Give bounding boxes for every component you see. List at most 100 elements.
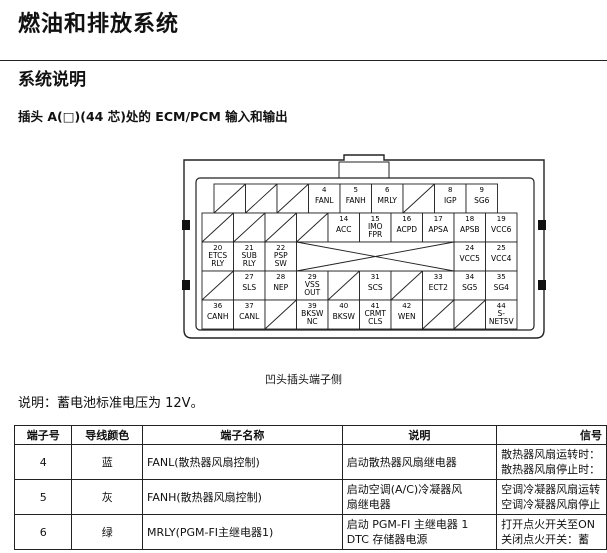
signal-line: 散热器风扇停止时： <box>501 463 601 476</box>
connector-cell <box>245 183 278 214</box>
pin-label: WEN <box>398 312 416 321</box>
cell-box <box>296 299 329 330</box>
empty-cell-slash <box>264 212 297 243</box>
connector-diagram: 4FANL5FANH6MRLY8IGP9SG614ACC15IMOFPR16AC… <box>182 154 546 339</box>
pin-label: OUT <box>304 288 320 297</box>
pin-number: 34 <box>465 273 474 281</box>
pin-label: CLS <box>368 317 382 326</box>
signal-line: 打开点火开关至ON <box>501 518 595 531</box>
pin-label: VSS <box>305 280 320 289</box>
connector-cell <box>201 270 234 301</box>
empty-cell-slash <box>201 212 234 243</box>
pin-label: CANL <box>239 312 260 321</box>
cell-description: 启动空调(A/C)冷凝器风扇继电器 <box>341 479 498 515</box>
cell-box <box>422 212 455 243</box>
pin-number: 22 <box>276 244 285 252</box>
connector-cell <box>276 183 309 214</box>
pin-label: NC <box>307 317 318 326</box>
connector-latch-left <box>182 220 190 230</box>
header-description: 说明 <box>341 425 498 445</box>
pin-label: MRLY <box>378 196 398 205</box>
pin-number: 15 <box>371 215 380 223</box>
pin-number: 42 <box>402 302 411 310</box>
header-terminal-name: 端子名称 <box>142 425 343 445</box>
pin-number: 18 <box>465 215 474 223</box>
connector-cell <box>453 299 486 330</box>
pin-label: SG6 <box>474 196 490 205</box>
description-line: 扇继电器 <box>346 498 391 511</box>
pin-label: APSB <box>460 225 480 234</box>
pin-number: 36 <box>213 302 222 310</box>
pin-label: APSA <box>428 225 449 234</box>
header-divider <box>0 60 607 61</box>
pin-label: SLS <box>242 283 256 292</box>
connector-heading: 插头 A(□)(44 芯)处的 ECM/PCM 输入和输出 <box>18 109 288 124</box>
cell-pin: 6 <box>13 514 73 550</box>
empty-cell-slash <box>201 270 234 301</box>
cell-wire-color: 灰 <box>71 479 144 515</box>
pin-label: ETCS <box>208 251 227 260</box>
signal-line: 散热器风扇运转时： <box>501 448 601 461</box>
empty-cell-slash <box>327 270 360 301</box>
header-signal: 信号 <box>496 425 607 445</box>
pin-number: 33 <box>434 273 443 281</box>
cell-signal: 散热器风扇运转时： 散热器风扇停止时： <box>496 444 607 480</box>
pin-number: 9 <box>480 186 484 194</box>
pin-label: CRMT <box>364 309 386 318</box>
pin-number: 8 <box>448 186 452 194</box>
cell-pin: 4 <box>13 444 73 480</box>
header-pin: 端子号 <box>13 425 73 445</box>
pin-number: 37 <box>245 302 254 310</box>
cell-pin: 5 <box>13 479 73 515</box>
pin-label: SG5 <box>462 283 478 292</box>
connector-cell <box>264 212 297 243</box>
signal-line: 空调冷凝器风扇停止 <box>501 498 601 511</box>
connector-cell <box>327 270 360 301</box>
cell-box <box>233 241 266 272</box>
empty-cell-slash <box>453 299 486 330</box>
pin-label: BKSW <box>333 312 356 321</box>
pin-number: 25 <box>497 244 506 252</box>
diagram-caption: 凹头插头端子侧 <box>265 373 342 386</box>
pin-label: FANH <box>346 196 366 205</box>
pin-label: NET5V <box>489 317 515 326</box>
voltage-note: 说明：蓄电池标准电压为 12V。 <box>18 396 204 411</box>
signal-line: 关闭点火开关：蓄 <box>501 533 590 546</box>
pin-label: CANH <box>207 312 229 321</box>
connector-top-latch <box>338 161 390 179</box>
empty-cell-slash <box>296 212 329 243</box>
cell-box <box>201 241 234 272</box>
cell-box <box>233 270 266 301</box>
cell-box <box>233 299 266 330</box>
pin-number: 29 <box>308 273 317 281</box>
pin-label: PSP <box>274 251 288 260</box>
pin-number: 35 <box>497 273 506 281</box>
pin-number: 27 <box>245 273 254 281</box>
section-title: 系统说明 <box>18 70 86 90</box>
pin-label: VCC5 <box>460 254 481 263</box>
connector-cell <box>264 299 297 330</box>
pin-label: ACPD <box>396 225 417 234</box>
description-line: 启动空调(A/C)冷凝器风 <box>346 483 463 496</box>
pin-number: 6 <box>385 186 390 194</box>
pin-label: SCS <box>368 283 383 292</box>
cell-terminal-name: MRLY(PGM-FI主继电器1) <box>142 514 343 550</box>
cell-box <box>264 270 297 301</box>
cell-signal: 打开点火开关至ON 关闭点火开关：蓄 <box>496 514 607 550</box>
table-row: 4 蓝 FANL(散热器风扇控制) 启动散热器风扇继电器 散热器风扇运转时：散热… <box>13 444 607 480</box>
